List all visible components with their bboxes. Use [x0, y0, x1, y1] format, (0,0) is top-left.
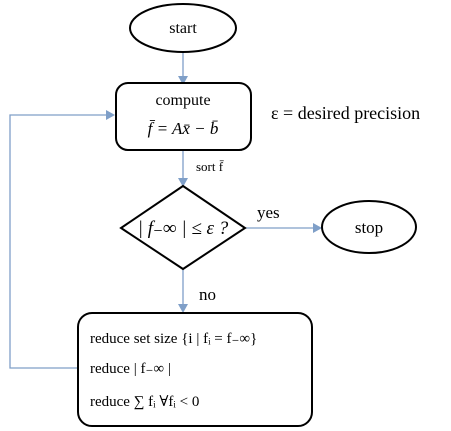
edges [9, 52, 322, 369]
compute-title: compute [155, 92, 210, 109]
edge-reduce-loop-back [9, 114, 108, 369]
reduce-line-2: reduce | f₋∞ | [90, 361, 171, 377]
edge-start-to-compute-arrowhead [178, 76, 188, 85]
reduce-node: reduce set size {i | fᵢ = f₋∞} reduce | … [77, 312, 313, 427]
no-edge-label: no [199, 285, 216, 304]
start-node: start [129, 3, 237, 53]
decision-label: | f₋∞ | ≤ ε ? [138, 218, 229, 239]
stop-node: stop [321, 200, 417, 254]
reduce-line-1: reduce set size {i | fᵢ = f₋∞} [90, 331, 257, 347]
precision-annotation: ε = desired precision [271, 103, 420, 123]
stop-label: stop [355, 218, 383, 237]
edge-decision-to-stop-arrowhead [313, 223, 322, 233]
yes-edge-label: yes [257, 203, 280, 222]
edge-decision-to-reduce-arrowhead [178, 304, 188, 313]
compute-formula: f̄ = Ax̄ − b̄ [148, 119, 219, 138]
decision-node: | f₋∞ | ≤ ε ? [119, 184, 247, 271]
reduce-line-3: reduce ∑ fᵢ ∀fᵢ < 0 [90, 394, 199, 410]
edge-loop-back-arrowhead [106, 110, 115, 120]
compute-node: compute f̄ = Ax̄ − b̄ [115, 82, 252, 151]
edge-compute-to-decision-arrowhead [178, 178, 188, 187]
start-label: start [169, 20, 197, 37]
sort-edge-label: sort f̄ [196, 159, 224, 174]
